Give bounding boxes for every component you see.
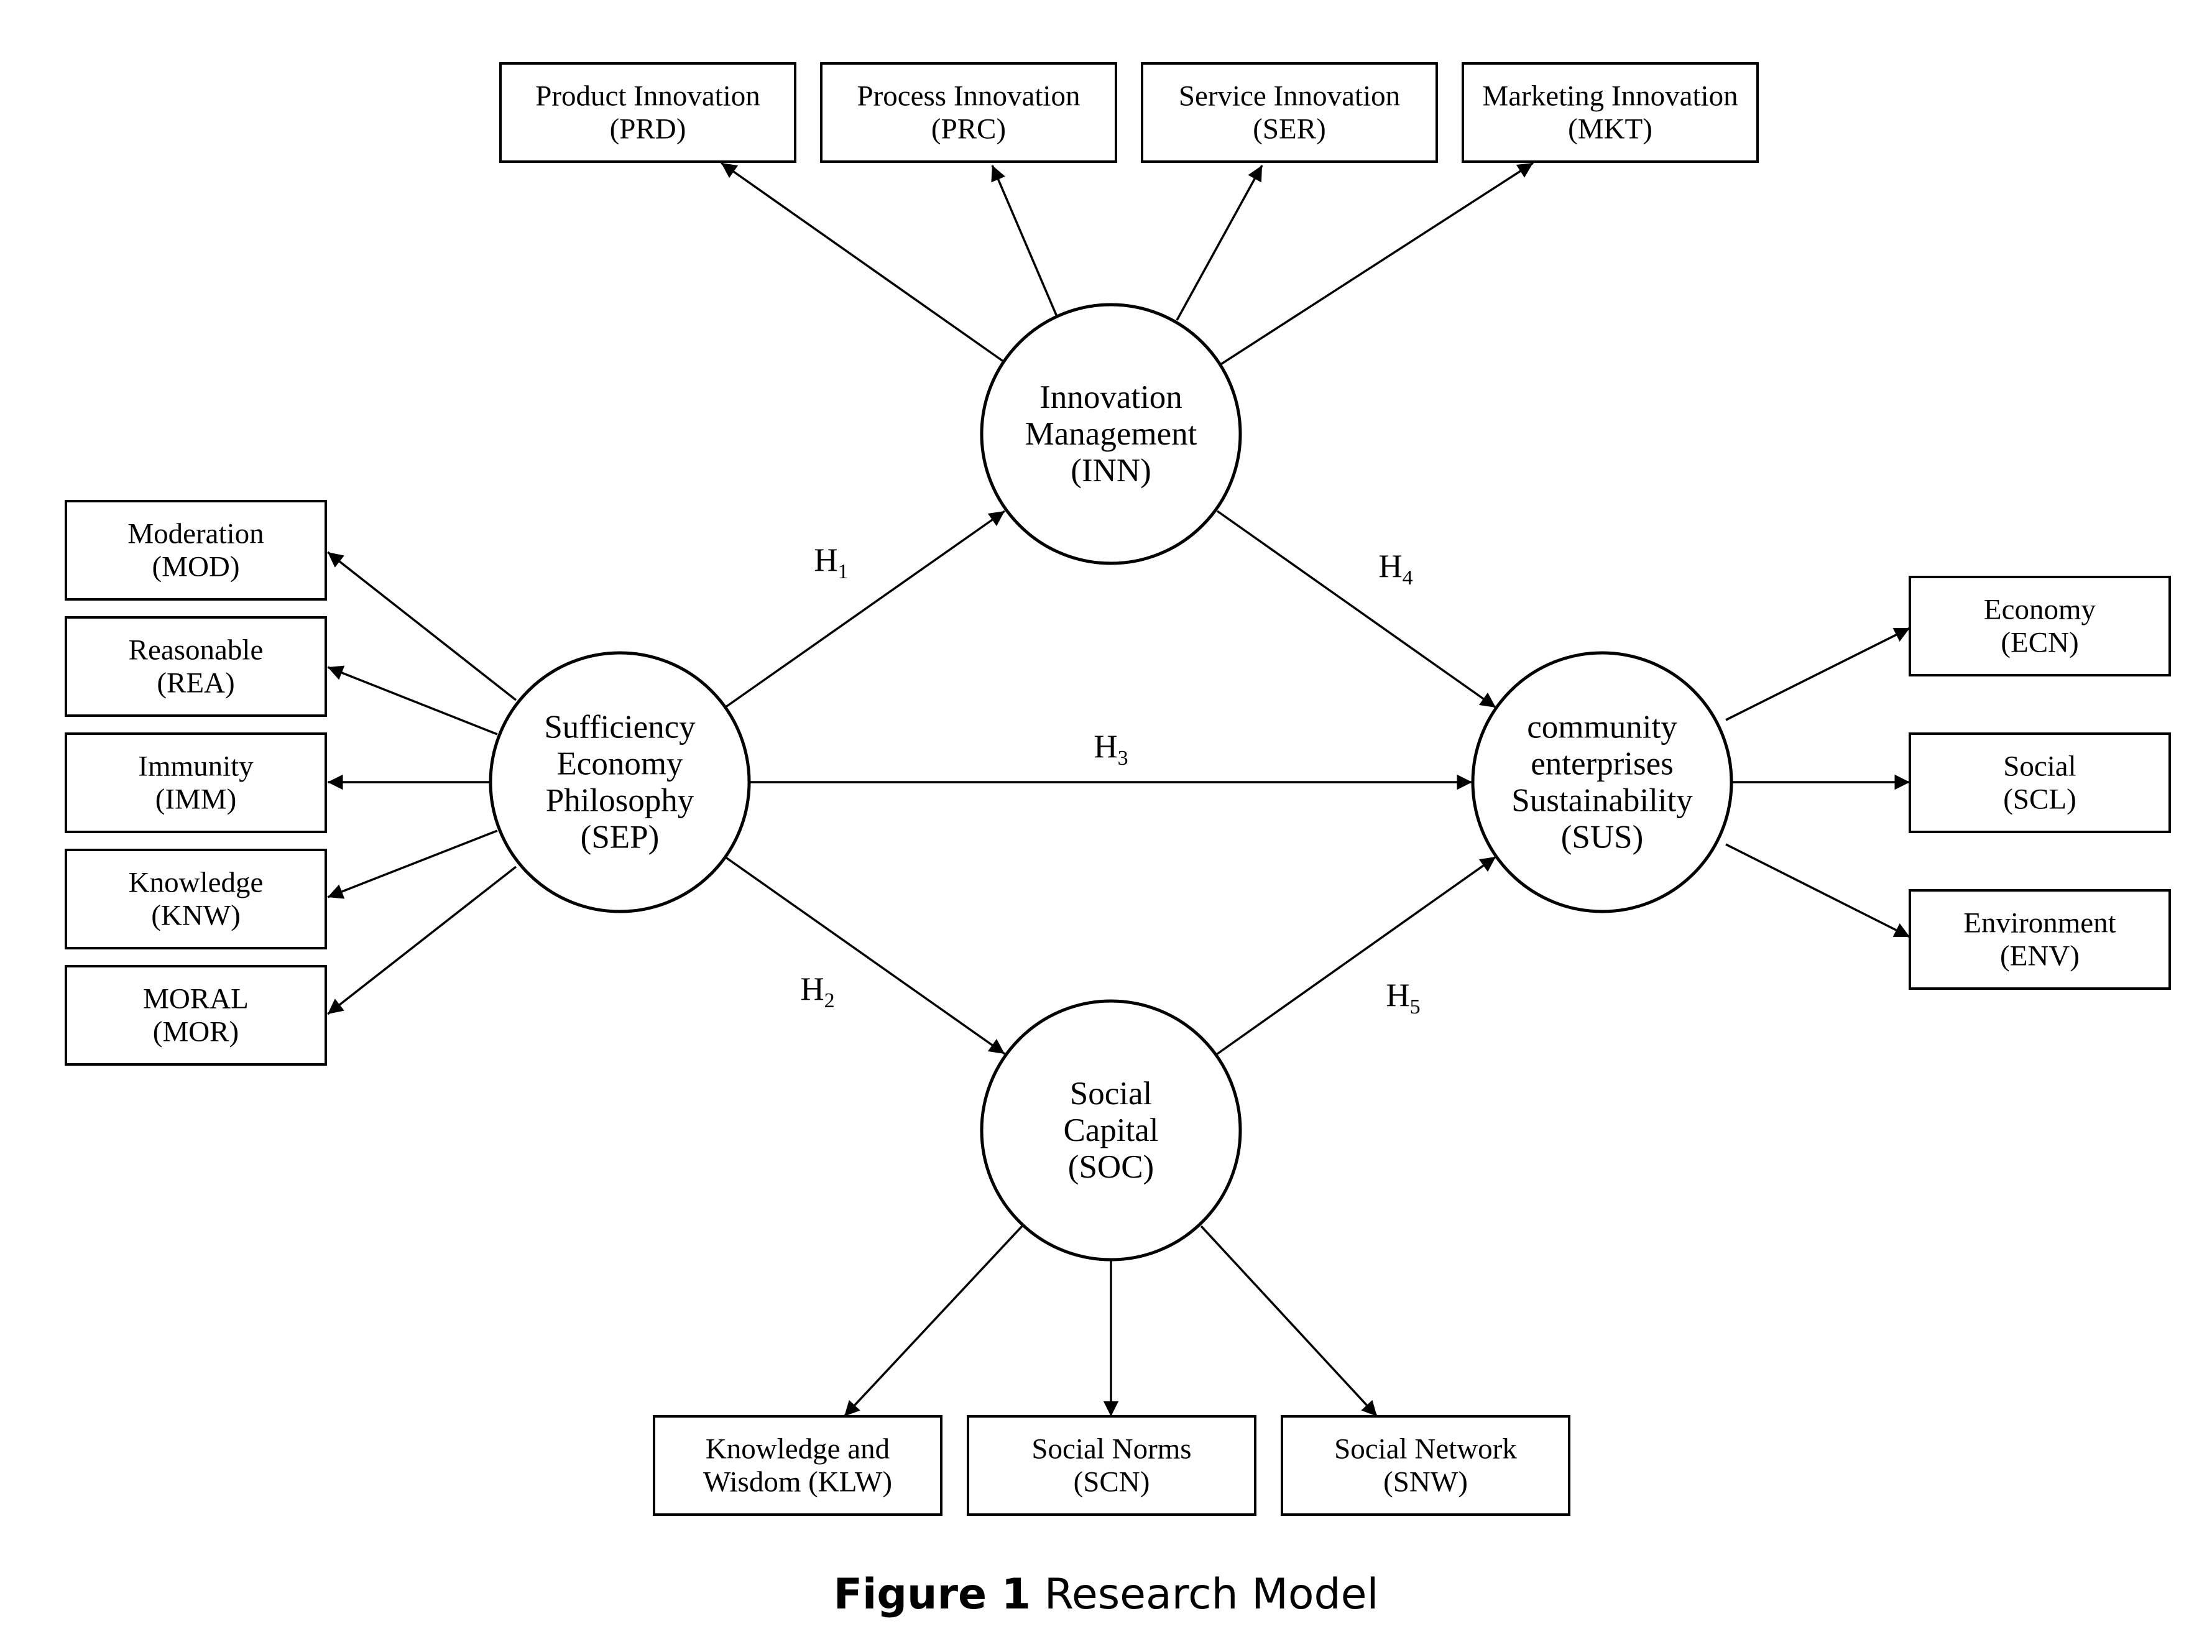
indicator-imm-line-2: (IMM) — [155, 783, 237, 816]
indicator-prc-line-1: Process Innovation — [857, 80, 1081, 113]
indicator-box-ser: Service Innovation(SER) — [1141, 62, 1438, 163]
indicator-box-prd: Product Innovation(PRD) — [499, 62, 796, 163]
figure-number: Figure 1 — [833, 1570, 1031, 1619]
indicator-ecn-line-1: Economy — [1984, 594, 2096, 626]
arrow-sus-to-env — [1725, 843, 1910, 938]
construct-sep-line-3: Philosophy — [546, 783, 694, 819]
arrow-sep-to-knw — [327, 829, 498, 899]
arrow-sep-to-mor — [326, 865, 517, 1015]
indicator-scn-line-2: (SCN) — [1074, 1466, 1150, 1498]
indicator-imm-line-1: Immunity — [138, 750, 254, 783]
indicator-mkt-line-1: Marketing Innovation — [1482, 80, 1738, 113]
indicator-ser-line-2: (SER) — [1253, 113, 1326, 145]
indicator-box-ecn: Economy(ECN) — [1909, 576, 2171, 676]
construct-inn-line-3: (INN) — [1071, 453, 1151, 489]
indicator-snw-line-2: (SNW) — [1383, 1466, 1468, 1498]
indicator-ecn-line-2: (ECN) — [2001, 627, 2078, 659]
arrow-sus-to-ecn — [1725, 627, 1910, 721]
construct-sep-line-1: Sufficiency — [544, 709, 696, 745]
arrow-sep-to-mod — [326, 551, 517, 701]
construct-sep-line-2: Economy — [556, 746, 683, 782]
construct-soc-line-1: Social — [1070, 1076, 1152, 1112]
figure-title: Research Model — [1031, 1570, 1379, 1619]
indicator-snw-line-1: Social Network — [1334, 1433, 1517, 1465]
indicator-scn-line-1: Social Norms — [1031, 1433, 1191, 1465]
indicator-box-prc: Process Innovation(PRC) — [820, 62, 1117, 163]
construct-inn-line-2: Management — [1025, 416, 1197, 452]
indicator-box-scn: Social Norms(SCN) — [967, 1415, 1256, 1516]
indicator-mod-line-2: (MOD) — [152, 551, 240, 583]
indicator-rea-line-1: Reasonable — [129, 634, 264, 667]
arrow-inn-to-prd — [720, 162, 1005, 363]
indicator-scl-line-2: (SCL) — [2003, 783, 2076, 816]
indicator-knw-line-1: Knowledge — [129, 867, 264, 899]
figure-caption: Figure 1 Research Model — [0, 1570, 2212, 1619]
indicator-knw-line-2: (KNW) — [151, 900, 241, 932]
arrow-inn-to-prc — [991, 165, 1058, 317]
construct-inn-line-1: Innovation — [1039, 379, 1182, 415]
indicator-prd-line-2: (PRD) — [610, 113, 686, 145]
indicator-prc-line-2: (PRC) — [931, 113, 1006, 145]
indicator-scl-line-1: Social — [2003, 750, 2076, 783]
indicator-rea-line-2: (REA) — [157, 667, 234, 699]
indicator-box-imm: Immunity(IMM) — [65, 732, 327, 833]
construct-sus-line-3: Sustainability — [1511, 783, 1693, 819]
hypothesis-label-h1: H1 — [814, 542, 848, 583]
indicator-box-snw: Social Network(SNW) — [1281, 1415, 1570, 1516]
construct-soc-line-3: (SOC) — [1068, 1149, 1154, 1185]
indicator-box-rea: Reasonable(REA) — [65, 616, 327, 717]
indicator-box-scl: Social(SCL) — [1909, 732, 2171, 833]
indicator-klw-line-2: Wisdom (KLW) — [703, 1466, 892, 1498]
arrow-soc-to-snw — [1200, 1225, 1378, 1418]
indicator-ser-line-1: Service Innovation — [1179, 80, 1400, 113]
arrow-inn-to-mkt — [1219, 162, 1534, 366]
hypothesis-arrow-h2 — [724, 856, 1006, 1055]
hypothesis-arrow-h5 — [1216, 856, 1497, 1055]
hypothesis-label-h4: H4 — [1378, 548, 1412, 589]
construct-sus-line-4: (SUS) — [1561, 819, 1644, 856]
construct-sus-line-1: community — [1527, 709, 1677, 745]
hypothesis-arrow-h4 — [1216, 510, 1497, 709]
hypothesis-label-h5: H5 — [1386, 977, 1420, 1018]
indicator-box-mor: MORAL(MOR) — [65, 965, 327, 1066]
indicator-klw-line-1: Knowledge and — [706, 1433, 890, 1465]
arrow-inn-to-ser — [1176, 165, 1263, 321]
indicator-env-line-1: Environment — [1963, 907, 2116, 939]
indicator-prd-line-1: Product Innovation — [535, 80, 760, 113]
hypothesis-label-h2: H2 — [800, 971, 834, 1012]
hypothesis-arrow-h1 — [724, 510, 1006, 709]
indicator-box-mkt: Marketing Innovation(MKT) — [1462, 62, 1759, 163]
hypothesis-label-h3: H3 — [1094, 729, 1128, 770]
indicator-mkt-line-2: (MKT) — [1568, 113, 1652, 145]
indicator-box-env: Environment(ENV) — [1909, 889, 2171, 990]
construct-sus-line-2: enterprises — [1531, 746, 1674, 782]
construct-sep-line-4: (SEP) — [581, 819, 660, 856]
arrow-soc-to-klw — [843, 1224, 1024, 1418]
arrow-sep-to-rea — [327, 665, 498, 736]
indicator-box-mod: Moderation(MOD) — [65, 500, 327, 601]
construct-soc-line-2: Capital — [1063, 1112, 1158, 1148]
indicator-box-knw: Knowledge(KNW) — [65, 849, 327, 949]
indicator-env-line-2: (ENV) — [2000, 940, 2080, 972]
indicator-mor-line-1: MORAL — [143, 983, 249, 1015]
indicator-mod-line-1: Moderation — [127, 518, 264, 550]
indicator-mor-line-2: (MOR) — [153, 1016, 239, 1048]
